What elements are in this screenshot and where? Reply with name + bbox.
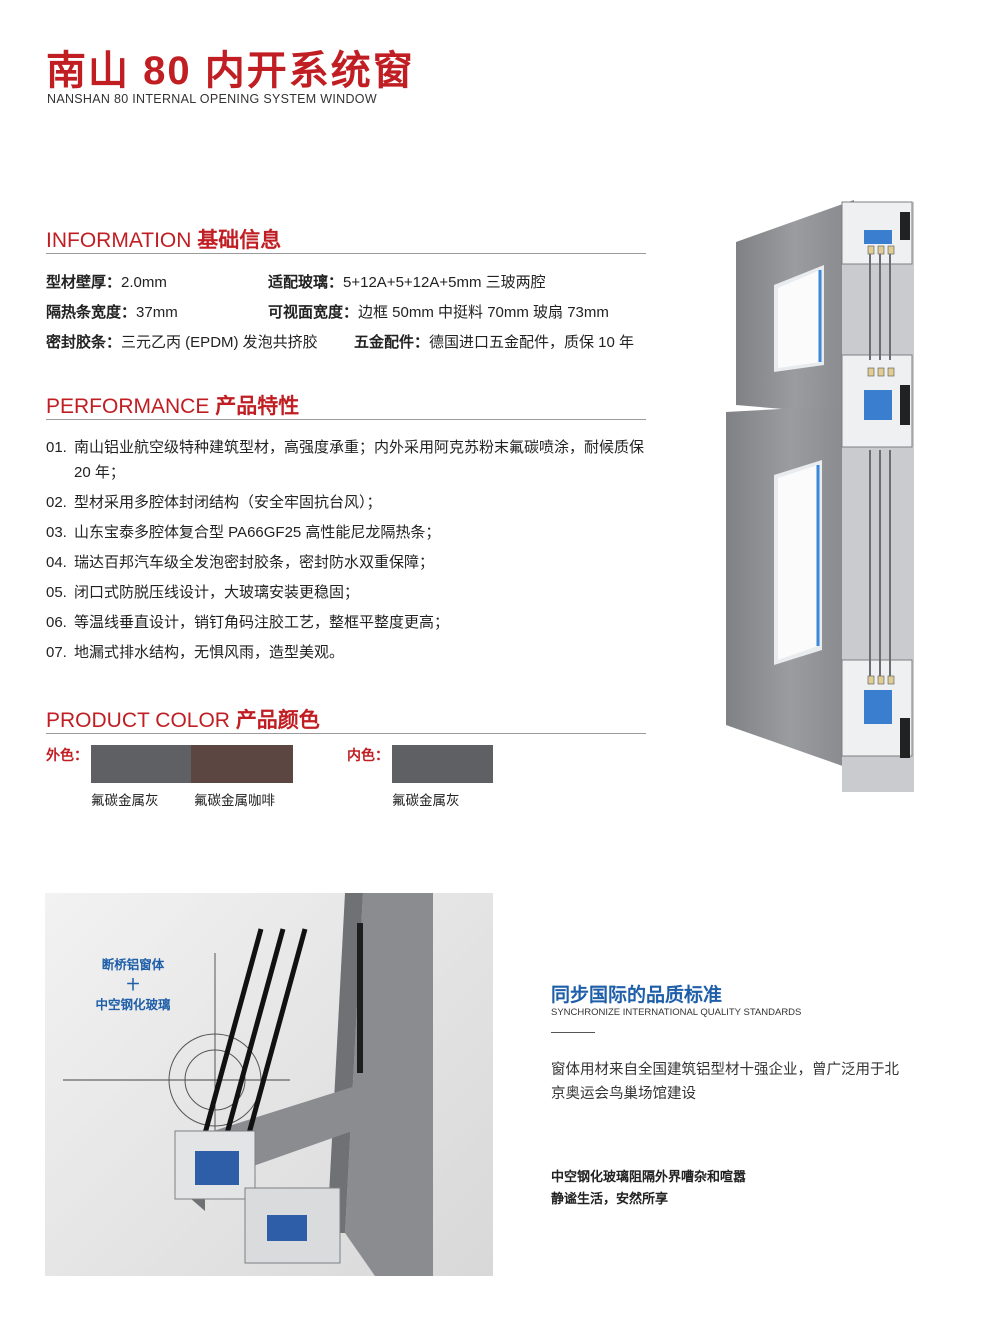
quality-body: 窗体用材来自全国建筑铝型材十强企业，曾广泛用于北京奥运会鸟巢场馆建设 [551,1062,899,1102]
item-number: 06. [46,614,67,631]
quality-highlight-1: 中空钢化玻璃阻隔外界嘈杂和喧嚣 [551,1169,747,1184]
spec-value: 边框 50mm 中挺料 70mm 玻扇 73mm [358,304,609,321]
page-subtitle: NANSHAN 80 INTERNAL OPENING SYSTEM WINDO… [47,92,377,106]
callout-line1: 断桥铝窗体 [101,958,165,972]
list-item: 05. 闭口式防脱压线设计，大玻璃安装更稳固； [46,580,656,605]
item-number: 02. [46,494,67,511]
spec-value: 37mm [136,304,178,321]
product-color-heading-en: PRODUCT COLOR [46,709,230,732]
quality-title: 同步国际的品质标准 [551,985,723,1006]
item-number: 01. [46,439,67,456]
spec-key: 型材壁厚： [46,274,122,291]
item-text: 闭口式防脱压线设计，大玻璃安装更稳固； [74,584,360,601]
spec-value: 三元乙丙 (EPDM) 发泡共挤胶 [121,334,318,351]
product-color-heading: PRODUCT COLOR 产品颜色 [46,704,320,734]
spec-insulation-strip: 隔热条宽度：37mm [46,301,178,322]
window-corner-illustration [63,893,433,1276]
list-item: 03. 山东宝泰多腔体复合型 PA66GF25 高性能尼龙隔热条； [46,520,656,545]
item-text: 地漏式排水结构，无惧风雨，造型美观。 [74,644,345,661]
performance-heading: PERFORMANCE 产品特性 [46,390,299,420]
list-item: 01. 南山铝业航空级特种建筑型材，高强度承重；内外采用阿克苏粉末氟碳喷涂，耐候质… [46,435,656,485]
list-item: 06. 等温线垂直设计，销钉角码注胶工艺，整框平整度更高； [46,610,656,635]
performance-list: 01. 南山铝业航空级特种建筑型材，高强度承重；内外采用阿克苏粉末氟碳喷涂，耐候质… [46,435,656,670]
spec-wall-thickness: 型材壁厚：2.0mm [46,271,167,292]
callout-plus: 十 [126,978,140,992]
item-text: 瑞达百邦汽车级全发泡密封胶条，密封防水双重保障； [74,554,435,571]
spec-value: 5+12A+5+12A+5mm 三玻两腔 [343,274,546,291]
list-item: 07. 地漏式排水结构，无惧风雨，造型美观。 [46,640,656,665]
item-number: 07. [46,644,67,661]
item-text: 等温线垂直设计，销钉角码注胶工艺，整框平整度更高； [74,614,450,631]
quality-divider [551,1032,595,1033]
performance-heading-en: PERFORMANCE [46,395,210,418]
item-text: 南山铝业航空级特种建筑型材，高强度承重；内外采用阿克苏粉末氟碳喷涂，耐候质保 2… [74,439,645,481]
page-title: 南山 80 内开系统窗 [46,49,415,93]
product-color-divider [46,733,646,734]
callout-text: 断桥铝窗体 十 中空钢化玻璃 [73,955,193,1015]
item-number: 03. [46,524,67,541]
spec-key: 五金配件： [354,334,430,351]
spec-visible-width: 可视面宽度：边框 50mm 中挺料 70mm 玻扇 73mm [268,301,609,322]
spec-key: 密封胶条： [46,334,122,351]
window-cross-section-illustration [726,200,914,792]
list-item: 04. 瑞达百邦汽车级全发泡密封胶条，密封防水双重保障； [46,550,656,575]
spec-hardware: 五金配件：德国进口五金配件，质保 10 年 [354,331,634,352]
swatch-name: 氟碳金属灰 [392,793,460,808]
swatch-outer-metal-coffee [191,745,293,783]
swatch-inner-metal-gray [392,745,493,783]
spec-key: 隔热条宽度： [46,304,137,321]
swatch-name: 氟碳金属咖啡 [194,793,275,808]
feature-photo: 断桥铝窗体 十 中空钢化玻璃 [45,893,493,1276]
item-text: 山东宝泰多腔体复合型 PA66GF25 高性能尼龙隔热条； [74,524,441,541]
outer-color-label: 外色： [46,747,88,763]
information-heading-en: INFORMATION [46,229,192,252]
item-number: 04. [46,554,67,571]
spec-key: 可视面宽度： [268,304,359,321]
spec-key: 适配玻璃： [268,274,344,291]
information-divider [46,253,646,254]
spec-glass: 适配玻璃：5+12A+5+12A+5mm 三玻两腔 [268,271,546,292]
swatch-name: 氟碳金属灰 [91,793,159,808]
performance-heading-cn: 产品特性 [215,395,300,418]
quality-subtitle: SYNCHRONIZE INTERNATIONAL QUALITY STANDA… [551,1007,802,1018]
spec-value: 德国进口五金配件，质保 10 年 [429,334,635,351]
inner-color-label: 内色： [347,747,389,763]
information-heading-cn: 基础信息 [197,229,282,252]
product-color-heading-cn: 产品颜色 [235,709,320,732]
spec-value: 2.0mm [121,274,167,291]
item-text: 型材采用多腔体封闭结构（安全牢固抗台风）； [74,494,382,511]
information-heading: INFORMATION 基础信息 [46,224,281,254]
quality-highlight-2: 静谧生活，安然所享 [551,1191,669,1206]
callout-line2: 中空钢化玻璃 [95,998,171,1012]
item-number: 05. [46,584,67,601]
performance-divider [46,419,646,420]
list-item: 02. 型材采用多腔体封闭结构（安全牢固抗台风）； [46,490,656,515]
swatch-outer-metal-gray [91,745,191,783]
spec-seal-strip: 密封胶条：三元乙丙 (EPDM) 发泡共挤胶 [46,331,318,352]
